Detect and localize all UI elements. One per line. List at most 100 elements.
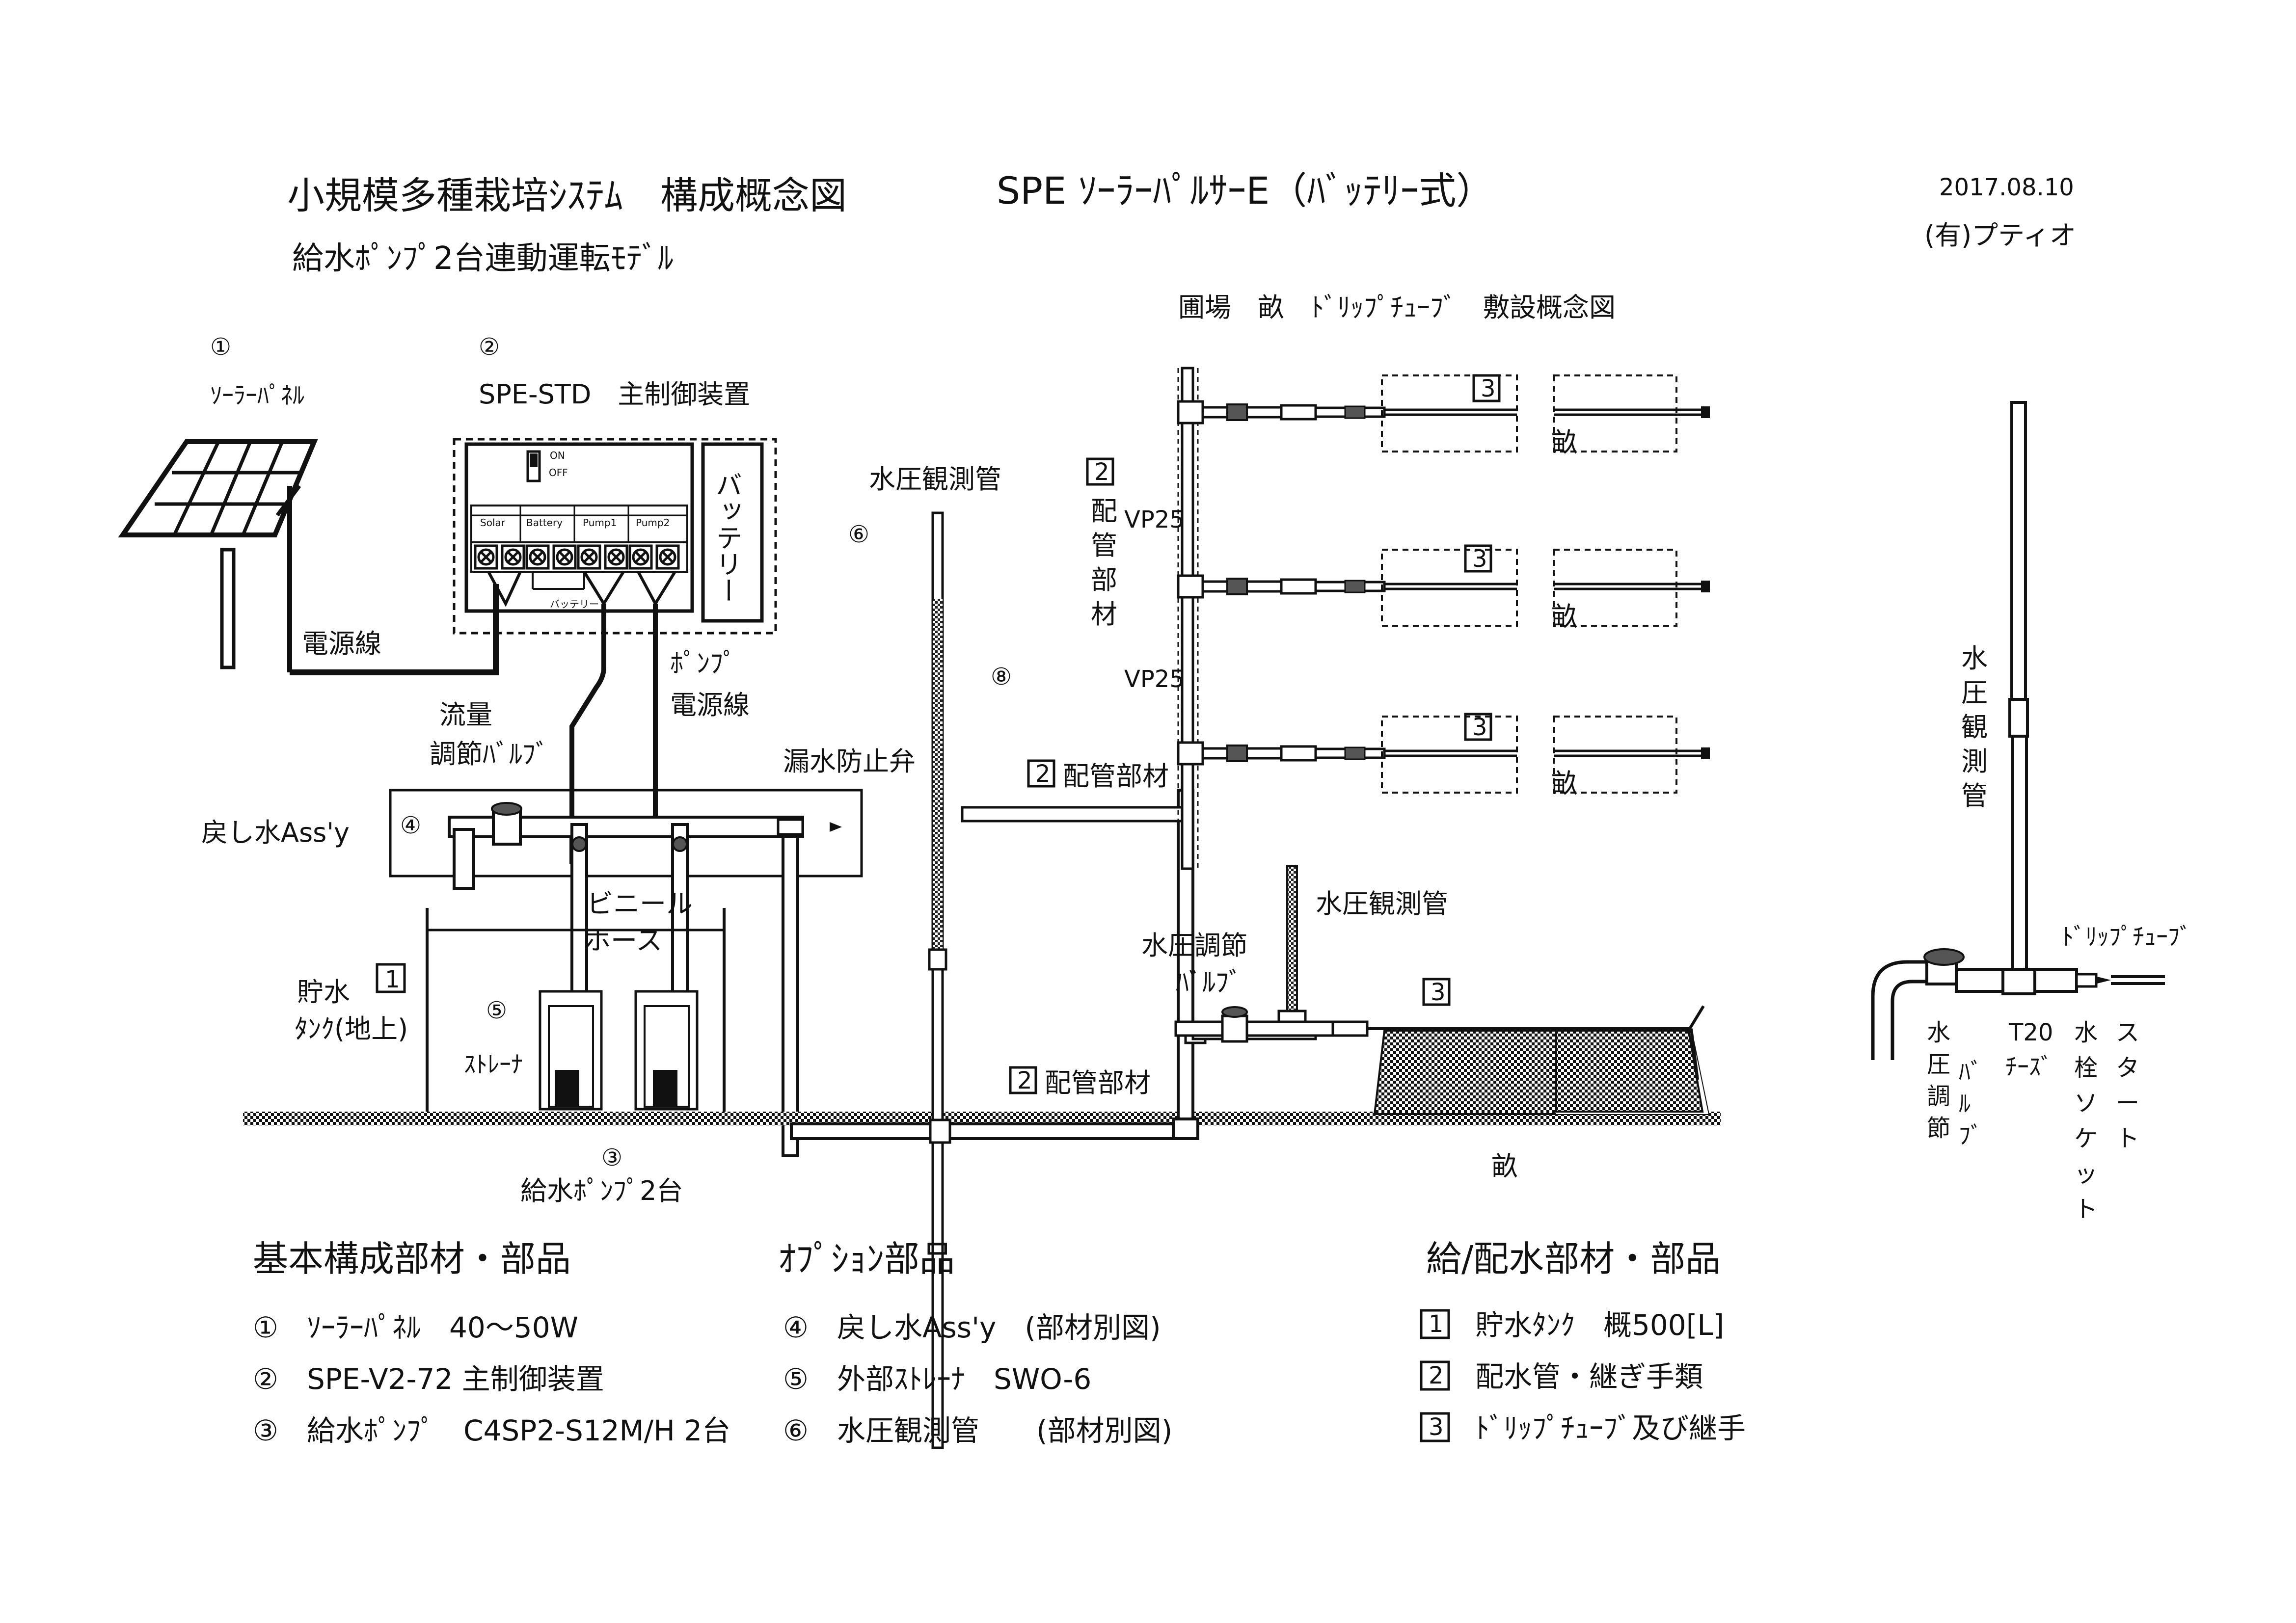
drip-box xyxy=(1464,544,1492,573)
label-flow-valve-2: 調節ﾊﾞﾙﾌﾞ xyxy=(430,739,549,770)
date: 2017.08.10 xyxy=(1939,174,2074,201)
label-tank-2: ﾀﾝｸ(地上) xyxy=(295,1013,408,1044)
label-number-5: ⑤ xyxy=(486,997,507,1024)
basic-number: ③ xyxy=(253,1414,278,1447)
label-strainer: ｽﾄﾚｰﾅ xyxy=(464,1051,523,1078)
detail-tube-2: 観 xyxy=(1961,712,1988,743)
option-item: 外部ｽﾄﾚｰﾅ SWO-6 xyxy=(837,1362,1091,1396)
label-number-1: ① xyxy=(210,333,231,361)
label-pump-power-2: 電源線 xyxy=(670,690,750,720)
field-header-pipe xyxy=(1177,367,1199,870)
label-controller: SPE-STD 主制御装置 xyxy=(479,379,750,410)
solar-panel xyxy=(118,439,318,672)
supply-number: 2 xyxy=(1429,1362,1444,1389)
detail-valve-0: 水 xyxy=(1927,1019,1950,1046)
detail-valve-b-1: ﾙ xyxy=(1959,1090,1971,1117)
supply-item: ﾄﾞﾘｯﾌﾟﾁｭｰﾌﾞ及び継手 xyxy=(1475,1411,1746,1445)
label-vp25-2: VP25 xyxy=(1124,665,1185,693)
detail-socket-4: ッ xyxy=(2074,1160,2098,1188)
label-pumps: 給水ﾎﾟﾝﾌﾟ2台 xyxy=(520,1175,683,1206)
label-return-assy: 戻し水Ass'y xyxy=(201,817,350,848)
basic-title: 基本構成部材・部品 xyxy=(253,1238,571,1279)
field-pipe-label-3: 材 xyxy=(1091,599,1117,630)
terminal-pump2: Pump2 xyxy=(636,517,670,529)
option-title: ｵﾌﾟｼｮﾝ部品 xyxy=(778,1238,955,1279)
label-flow-valve-1: 流量 xyxy=(439,699,492,730)
drip-box xyxy=(1472,374,1501,402)
pipe-number-bottom: 2 xyxy=(1017,1067,1032,1094)
label-vinyl-2: ホース xyxy=(584,925,662,956)
detail-tube-label: 水 圧 観 測 管 xyxy=(1961,643,1988,811)
product-name: SPE ｿｰﾗｰﾊﾟﾙｻｰE（ﾊﾞｯﾃﾘｰ式） xyxy=(997,169,1493,213)
label-power-line: 電源線 xyxy=(302,628,381,659)
detail-start-1: タ xyxy=(2116,1054,2139,1082)
lower-field xyxy=(1174,865,1710,1115)
label-pipe-mid: 配管部材 xyxy=(1063,761,1169,792)
detail-socket-0: 水 xyxy=(2074,1019,2098,1046)
field-pipe-label-2: 部 xyxy=(1091,564,1117,595)
label-leak-valve: 漏水防止弁 xyxy=(783,746,916,777)
detail-socket-3: ケ xyxy=(2074,1125,2098,1152)
detail-assembly xyxy=(1871,401,2165,1060)
basic-item: ｿｰﾗｰﾊﾟﾈﾙ 40～50W xyxy=(307,1311,578,1344)
field-title: 圃場 畝 ﾄﾞﾘｯﾌﾟﾁｭｰﾌﾞ 敷設概念図 xyxy=(1178,292,1616,323)
detail-start-3: ト xyxy=(2116,1125,2139,1152)
company: (有)プティオ xyxy=(1924,220,2076,251)
detail-drip-label: ﾄﾞﾘｯﾌﾟﾁｭｰﾌﾞ xyxy=(2062,923,2191,951)
detail-socket-2: ソ xyxy=(2074,1090,2098,1117)
supply-number-box xyxy=(1420,1309,1450,1339)
label-solar-panel: ｿｰﾗｰﾊﾟﾈﾙ xyxy=(210,382,304,409)
detail-socket-5: ト xyxy=(2074,1196,2098,1223)
drip-line-row: 3畝 xyxy=(1177,544,1710,632)
label-number-2: ② xyxy=(479,333,500,361)
detail-valve-3: 節 xyxy=(1927,1115,1950,1142)
option-item: 戻し水Ass'y (部材別図) xyxy=(837,1311,1161,1344)
detail-tube-1: 圧 xyxy=(1961,677,1988,708)
detail-start-2: ー xyxy=(2116,1090,2139,1117)
supply-item: 配水管・継ぎ手類 xyxy=(1475,1360,1703,1393)
detail-socket-1: 栓 xyxy=(2074,1054,2098,1082)
pipe-number-box-mid xyxy=(1027,759,1055,788)
detail-start-0: ス xyxy=(2116,1019,2139,1046)
detail-tees: ﾁｰｽﾞ xyxy=(2005,1053,2053,1081)
drip-box-number: 3 xyxy=(1472,545,1487,573)
detail-valve-b-2: ﾌﾞ xyxy=(1959,1122,1982,1149)
field-pipe-vertical-label: 配 管 部 材 xyxy=(1091,496,1117,630)
pump1-cable xyxy=(569,604,606,864)
label-pressure-tube-field: 水圧観測管 xyxy=(1316,888,1448,919)
option-number: ⑤ xyxy=(783,1362,809,1396)
supply-number: 3 xyxy=(1429,1413,1444,1441)
tank-number-box xyxy=(376,963,406,993)
supply-number: 1 xyxy=(1429,1310,1444,1338)
detail-valve-1: 圧 xyxy=(1927,1051,1950,1078)
field-pipe-box-number: 2 xyxy=(1094,458,1109,486)
label-valve-1: 水圧調節 xyxy=(1141,930,1247,961)
detail-valve-2: 調 xyxy=(1927,1083,1950,1110)
drip-box xyxy=(1464,713,1492,741)
ridge-label: 畝 xyxy=(1551,427,1578,458)
drip-line-row: 3畝 xyxy=(1177,374,1710,458)
detail-tube-4: 管 xyxy=(1961,780,1988,811)
detail-tube-0: 水 xyxy=(1961,643,1988,674)
field-pipe-label-1: 管 xyxy=(1091,530,1117,561)
detail-tube-3: 測 xyxy=(1961,746,1988,777)
lower-drip-box-number: 3 xyxy=(1431,979,1446,1006)
drip-box-number: 3 xyxy=(1481,375,1496,402)
power-line xyxy=(290,584,499,675)
battery-wire-label: バッテリー xyxy=(550,598,599,610)
supply-number-box xyxy=(1420,1412,1450,1442)
label-vp25-1: VP25 xyxy=(1124,506,1185,533)
ridge-label: 畝 xyxy=(1551,601,1578,632)
detail-t20: T20 xyxy=(2008,1019,2053,1046)
label-valve-2: ﾊﾞﾙﾌﾞ xyxy=(1176,967,1242,998)
supply-number-box xyxy=(1420,1360,1450,1391)
diagram-subtitle: 給水ﾎﾟﾝﾌﾟ2台連動運転ﾓﾃﾞﾙ xyxy=(292,240,674,277)
basic-number: ② xyxy=(253,1362,278,1396)
field-pipe-box xyxy=(1086,457,1114,486)
supply-item: 貯水ﾀﾝｸ 概500[L] xyxy=(1475,1308,1724,1342)
label-pressure-tube-left: 水圧観測管 xyxy=(869,464,1001,495)
pipe-number-mid: 2 xyxy=(1035,760,1051,788)
drip-box-number: 3 xyxy=(1472,714,1487,741)
basic-item: 給水ﾎﾟﾝﾌﾟ C4SP2-S12M/H 2台 xyxy=(307,1414,730,1447)
